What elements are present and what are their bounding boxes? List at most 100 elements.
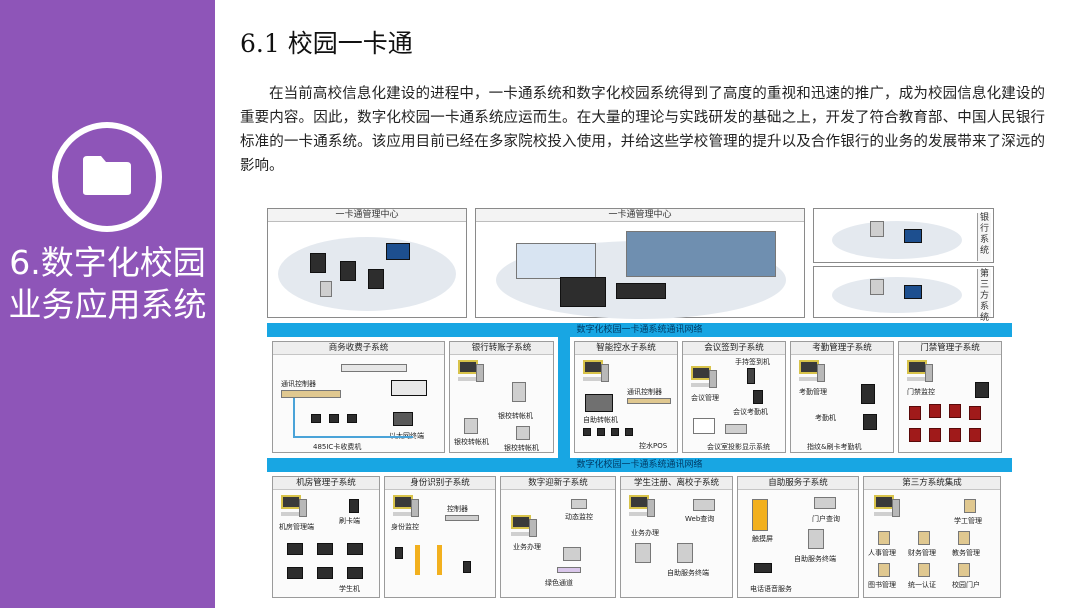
subsystem-title: 考勤管理子系统 (791, 342, 893, 355)
video-wall-image (626, 231, 776, 277)
device-label: 刷卡端 (339, 517, 360, 525)
student-pc-image (347, 567, 363, 579)
device-label: 485IC卡收费机 (313, 443, 362, 451)
third-party-system-label: 第三方系统 (977, 269, 991, 323)
device-label: 银校转帐机 (498, 412, 533, 420)
device-label: 会议室投影显示系统 (707, 443, 770, 451)
touch-screen-kiosk-image (752, 499, 768, 531)
pos-terminal-image (391, 380, 427, 396)
third-party-system-panel: 第三方系统 (813, 266, 994, 323)
subsystem-registration: 学生注册、离校子系统 Web查询 业务办理 自助服务终端 (620, 476, 733, 598)
pos-machine-image (393, 412, 413, 426)
controller-image (445, 515, 479, 521)
projector-image (725, 424, 747, 434)
device-label: 会议考勤机 (733, 408, 768, 416)
page-title: 6.1 校园一卡通 (240, 29, 413, 58)
bank-system-label: 银行系统 (977, 213, 991, 261)
device-label: 动态监控 (565, 513, 593, 521)
server-image (878, 531, 890, 545)
door-controller-image (909, 428, 921, 442)
server-image (918, 531, 930, 545)
workstation-image (583, 360, 609, 384)
section-title: 6.数字化校园业务应用系统 (8, 243, 207, 324)
device-label: 学工管理 (954, 517, 982, 525)
device-label: 机房管理端 (279, 523, 314, 531)
transfer-machine-image (512, 382, 526, 402)
network-trunk (558, 326, 570, 464)
subsystem-commerce: 商务收费子系统 通讯控制器 以太网终端 485IC卡收费机 (272, 341, 445, 453)
subsystem-water-control: 智能控水子系统 通讯控制器 自助转帐机 控水POS (574, 341, 678, 453)
camera-image (571, 499, 587, 509)
switch-image (341, 364, 407, 372)
intro-paragraph: 在当前高校信息化建设的进程中，一卡通系统和数字化校园系统得到了高度的重视和迅速的… (240, 86, 1045, 174)
monitor-image (975, 382, 989, 398)
device-label: 考勤机 (815, 414, 836, 422)
management-center-panel-left: 一卡通管理中心 (267, 208, 467, 318)
device-label: 图书管理 (868, 581, 896, 589)
panel-title: 一卡通管理中心 (268, 209, 466, 222)
transfer-machine-image (516, 426, 530, 440)
network-bus-1: 数字化校园一卡通系统通讯网络 (267, 323, 1012, 337)
gate-arrow-image (437, 545, 442, 575)
monitor-image (904, 285, 922, 299)
device-label: 财务管理 (908, 549, 936, 557)
student-pc-image (287, 567, 303, 579)
device-label: 考勤管理 (799, 388, 827, 396)
water-pos-image (625, 428, 633, 436)
server-image (964, 499, 976, 513)
device-label: 触摸屏 (752, 535, 773, 543)
workstation-image (458, 360, 484, 384)
kiosk-image (677, 543, 693, 563)
subsystem-digital-enrollment: 数字迎新子系统 动态监控 业务办理 绿色通道 (500, 476, 616, 598)
pos-machine-image (311, 414, 321, 423)
device-label: Web查询 (685, 515, 715, 523)
self-service-terminal-image (585, 394, 613, 412)
device-label: 学生机 (339, 585, 360, 593)
laptop-image (814, 497, 836, 509)
subsystem-title: 第三方系统集成 (864, 477, 1000, 490)
subsystem-title: 门禁管理子系统 (899, 342, 1001, 355)
server-image (870, 279, 884, 295)
fingerprint-machine-image (863, 414, 877, 430)
platform-image (832, 277, 962, 313)
server-image (958, 563, 970, 577)
console-image (616, 283, 666, 299)
door-controller-image (969, 428, 981, 442)
subsystem-title: 机房管理子系统 (273, 477, 379, 490)
student-pc-image (287, 543, 303, 555)
transfer-machine-image (464, 418, 478, 434)
bank-system-panel: 银行系统 (813, 208, 994, 263)
panel-title: 一卡通管理中心 (476, 209, 804, 222)
attendance-machine-image (753, 390, 763, 404)
network-wire (293, 398, 295, 438)
subsystem-title: 银行转账子系统 (450, 342, 553, 355)
monitor-image (386, 243, 410, 260)
device-label: 绿色通道 (545, 579, 573, 587)
phone-image (754, 563, 772, 573)
terminal-image (563, 547, 581, 561)
pos-machine-image (329, 414, 339, 423)
server-image (878, 563, 890, 577)
door-controller-image (969, 406, 981, 420)
device-label: 电话语音服务 (750, 585, 792, 593)
device-label: 门禁监控 (907, 388, 935, 396)
workstation-image (799, 360, 825, 384)
device-label: 教务管理 (952, 549, 980, 557)
laptop-image (693, 499, 715, 511)
device-label: 控制器 (447, 505, 468, 513)
subsystem-bank-transfer: 银行转账子系统 银校转帐机 银校转帐机 银校转帐机 (449, 341, 554, 453)
card-reader-image (349, 499, 359, 513)
kiosk-image (635, 543, 651, 563)
device-label: 业务办理 (631, 529, 659, 537)
device-label: 自助服务终端 (794, 555, 836, 563)
kiosk-image (808, 529, 824, 549)
server-image (368, 269, 384, 289)
door-controller-image (949, 428, 961, 442)
server-image (310, 253, 326, 273)
controller-image (281, 390, 341, 398)
subsystem-computer-lab: 机房管理子系统 机房管理端 刷卡端 学生机 (272, 476, 380, 598)
pos-machine-image (347, 414, 357, 423)
device-label: 身份监控 (391, 523, 419, 531)
server-image (958, 531, 970, 545)
workstation-image (281, 495, 307, 519)
